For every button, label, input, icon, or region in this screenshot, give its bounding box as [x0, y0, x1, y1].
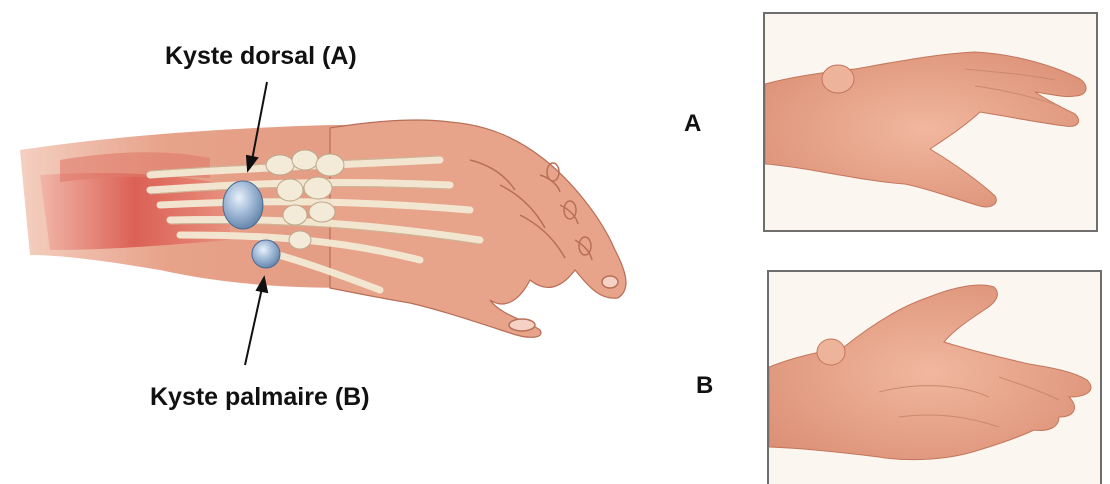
panel-b-image — [767, 270, 1102, 484]
palmar-cyst — [252, 240, 280, 268]
panel-b-label: B — [696, 372, 713, 400]
palmar-hand — [769, 285, 1091, 460]
dorsal-cyst-label: Kyste dorsal (A) — [165, 42, 357, 71]
palmar-pointer-arrow — [245, 278, 267, 365]
palmar-wrist-drawing — [769, 272, 1102, 484]
dorsal-cyst — [223, 181, 263, 229]
dorsal-wrist-drawing — [765, 14, 1098, 232]
palmar-cyst-bump — [817, 339, 845, 365]
panel-a-image — [763, 12, 1098, 232]
panel-a-label: A — [684, 110, 701, 138]
dorsal-hand — [765, 52, 1086, 207]
palmar-cyst-label: Kyste palmaire (B) — [150, 383, 370, 412]
dorsal-cyst-bump — [822, 65, 854, 93]
